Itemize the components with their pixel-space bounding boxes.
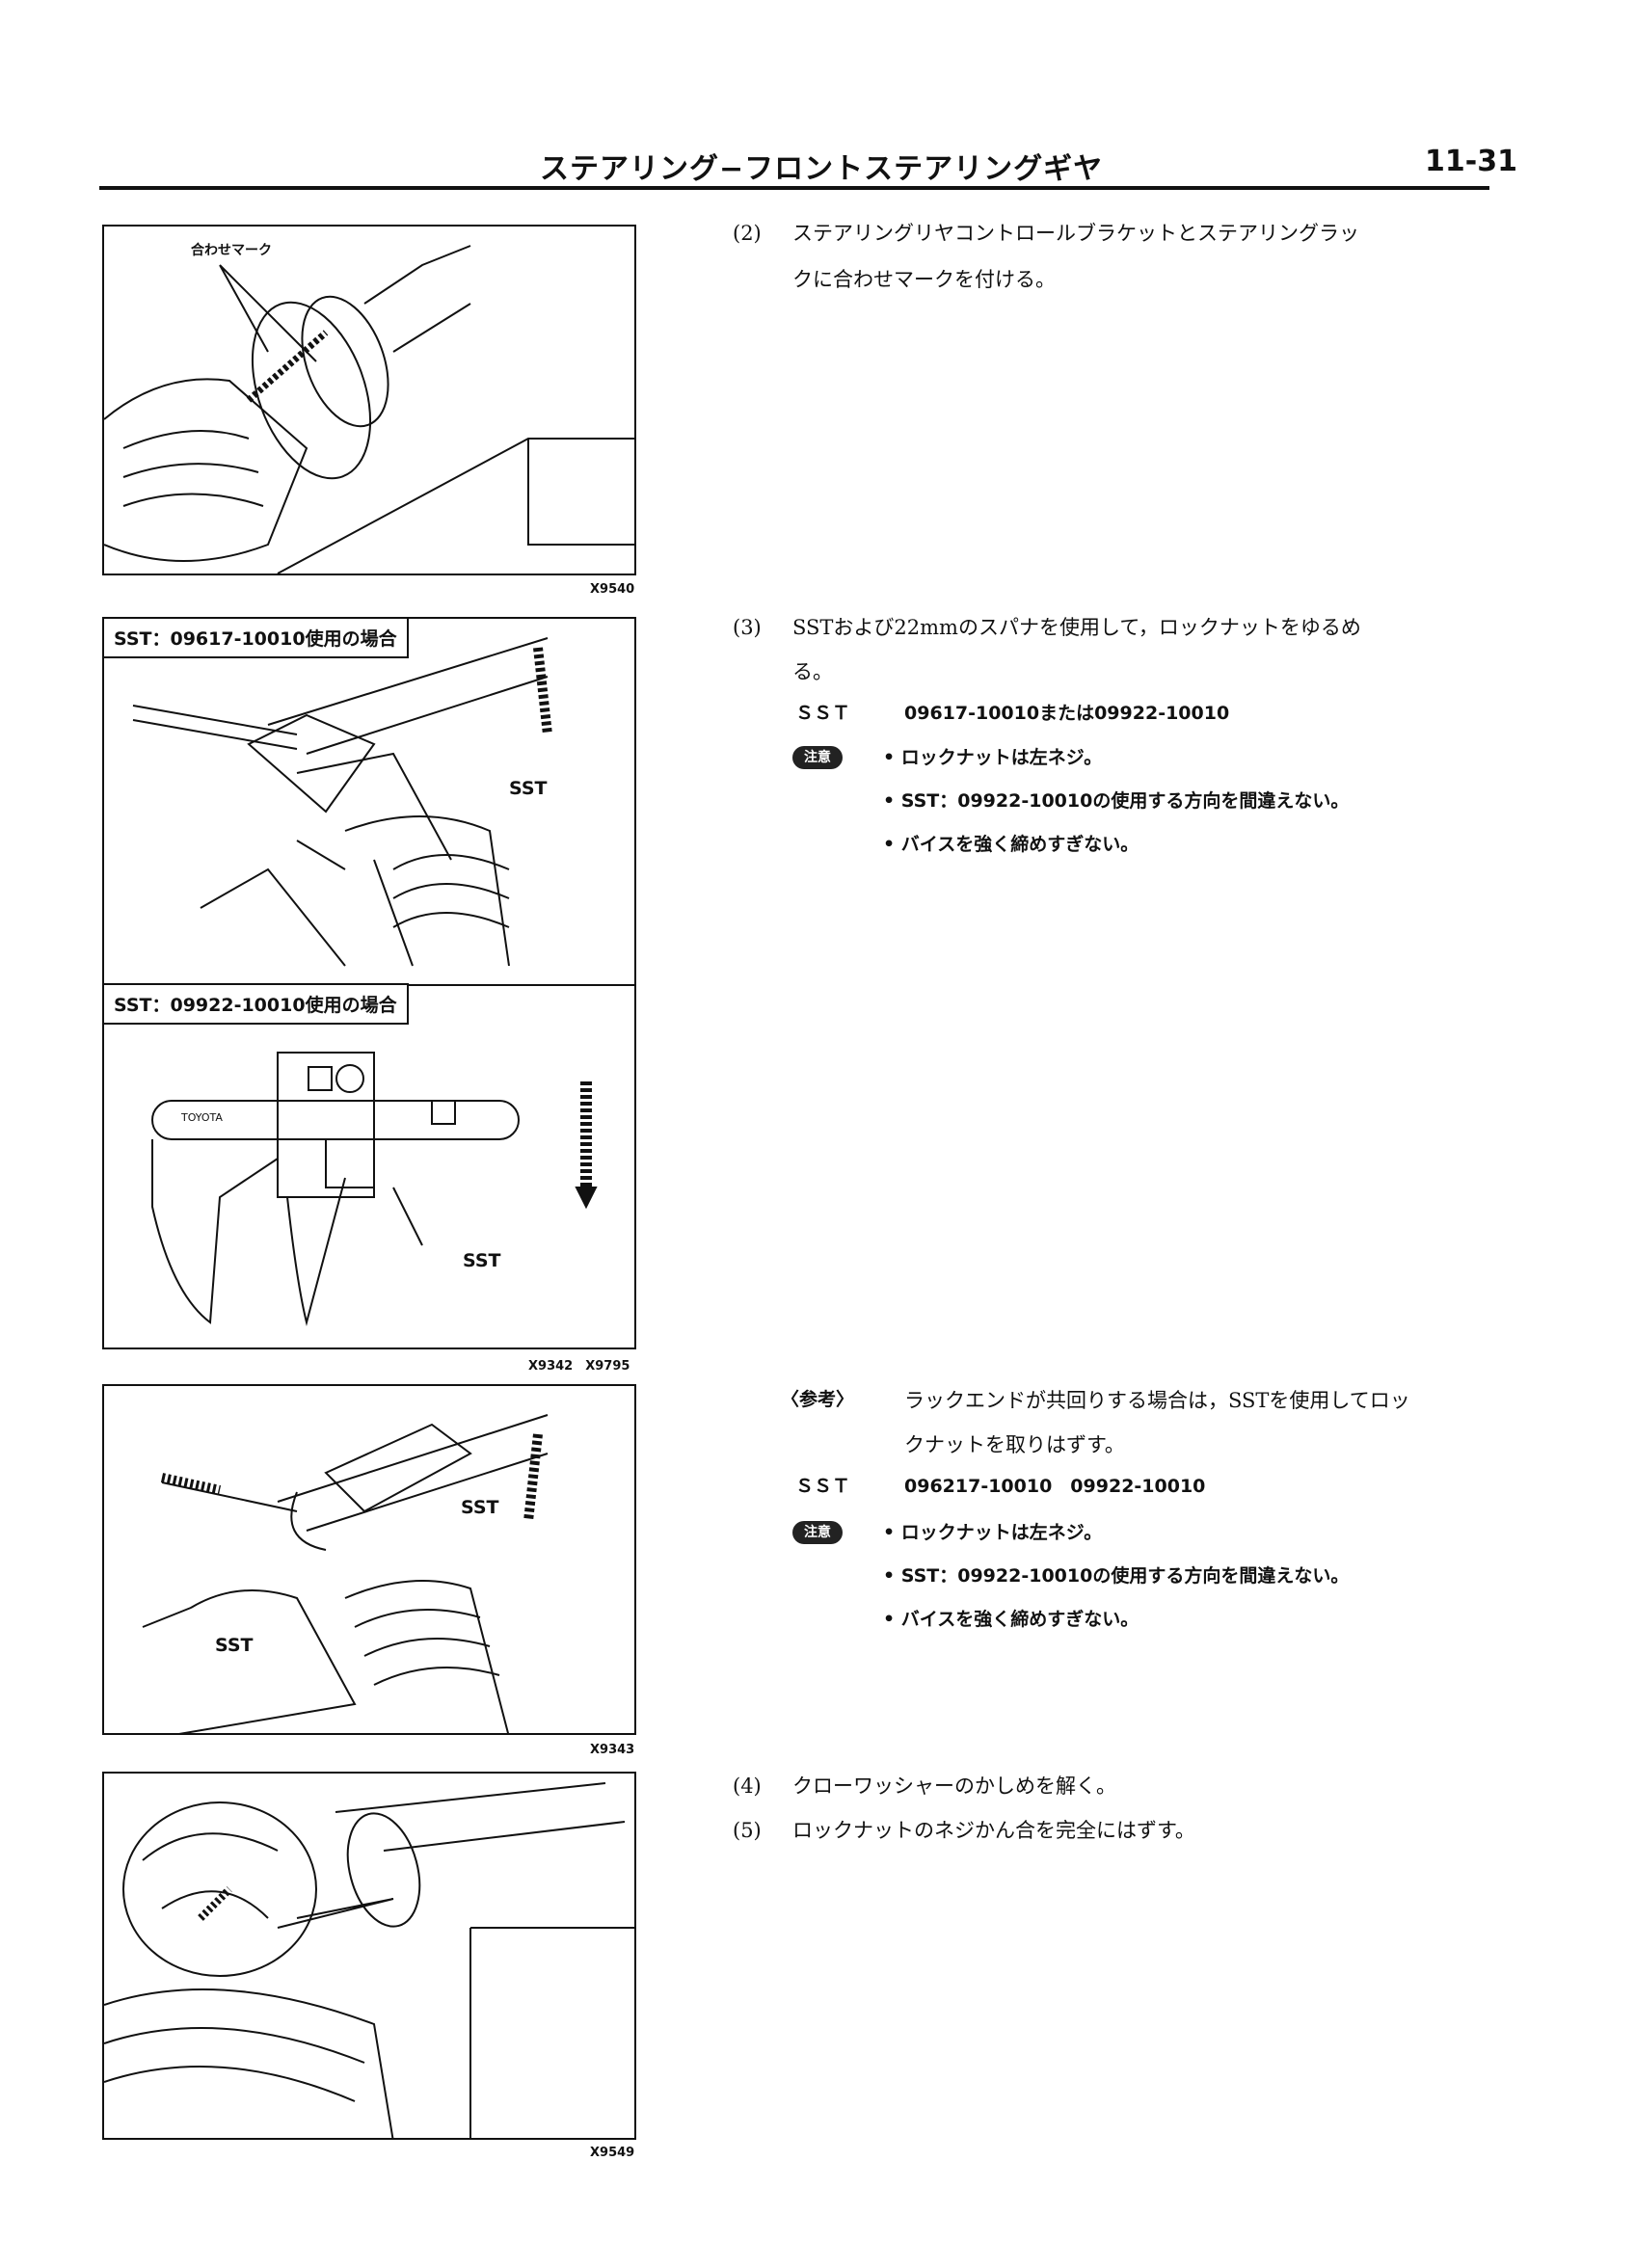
reference-text: ラックエンドが共回りする場合は，SSTを使用してロッ: [904, 1389, 1410, 1412]
caution-badge: 注意: [792, 1521, 843, 1544]
reference-text: クナットを取りはずす。: [904, 1433, 1125, 1456]
figure-code: X9540: [590, 582, 635, 597]
page-number: 11-31: [1425, 145, 1517, 178]
panel-label: SST：09617-10010使用の場合: [104, 619, 409, 658]
header-rule: [99, 186, 1489, 190]
step-text: ロックナットのネジかん合を完全にはずす。: [792, 1819, 1195, 1842]
sst-illustration: [104, 637, 634, 1326]
alignment-mark-label: 合わせマーク: [191, 243, 272, 258]
caution-item: • ロックナットは左ネジ。: [883, 1522, 1103, 1543]
step-text: SSTおよび22mmのスパナを使用して，ロックナットをゆるめ: [792, 616, 1361, 639]
figure-locknut-removal: SST SST: [102, 1384, 636, 1735]
section-title: ステアリング−フロントステアリングギヤ: [540, 152, 1104, 186]
figure-code: X9549: [590, 2146, 635, 2160]
sst-label: ＳＳＴ: [795, 703, 851, 724]
step-text: クに合わせマークを付ける。: [792, 268, 1056, 291]
sst-label: ＳＳＴ: [795, 1476, 851, 1497]
step-text: クローワッシャーのかしめを解く。: [792, 1774, 1116, 1798]
caution-item: • ロックナットは左ネジ。: [883, 747, 1103, 768]
step-number: (5): [733, 1819, 762, 1842]
step-number: (3): [733, 616, 762, 639]
step-text: る。: [792, 660, 833, 683]
figure-code: X9342 X9795: [528, 1359, 630, 1374]
reference-label: 〈参考〉: [781, 1389, 855, 1410]
figure-code: X9343: [590, 1743, 635, 1757]
sst-value: 09617-10010または09922-10010: [904, 703, 1230, 724]
sst-value: 096217-10010 09922-10010: [904, 1476, 1206, 1497]
claw-washer-illustration: [104, 1782, 634, 2138]
step-number: (4): [733, 1774, 762, 1798]
toyota-stamp: TOYOTA: [181, 1111, 223, 1124]
sst-label: SST: [509, 778, 548, 799]
sst-label: SST: [463, 1250, 501, 1271]
caution-item: • バイスを強く締めすぎない。: [883, 834, 1139, 855]
caution-item: • バイスを強く締めすぎない。: [883, 1609, 1139, 1630]
sst-label: SST: [215, 1635, 254, 1656]
step-number: (2): [733, 222, 762, 245]
sst-label: SST: [461, 1497, 499, 1518]
locknut-illustration: [142, 1414, 549, 1733]
step-text: ステアリングリヤコントロールブラケットとステアリングラッ: [792, 222, 1359, 245]
figure-sst-usage: SST：09617-10010使用の場合 SST：09922-10010使用の場…: [102, 617, 636, 1349]
panel-label: SST：09922-10010使用の場合: [104, 983, 409, 1025]
caution-badge: 注意: [792, 746, 843, 769]
caution-item: • SST：09922-10010の使用する方向を間違えない。: [883, 790, 1350, 812]
figure-alignment-mark: 合わせマーク: [102, 225, 636, 575]
steering-gear-illustration: [104, 245, 634, 574]
figure-claw-washer: [102, 1772, 636, 2140]
caution-item: • SST：09922-10010の使用する方向を間違えない。: [883, 1565, 1350, 1587]
